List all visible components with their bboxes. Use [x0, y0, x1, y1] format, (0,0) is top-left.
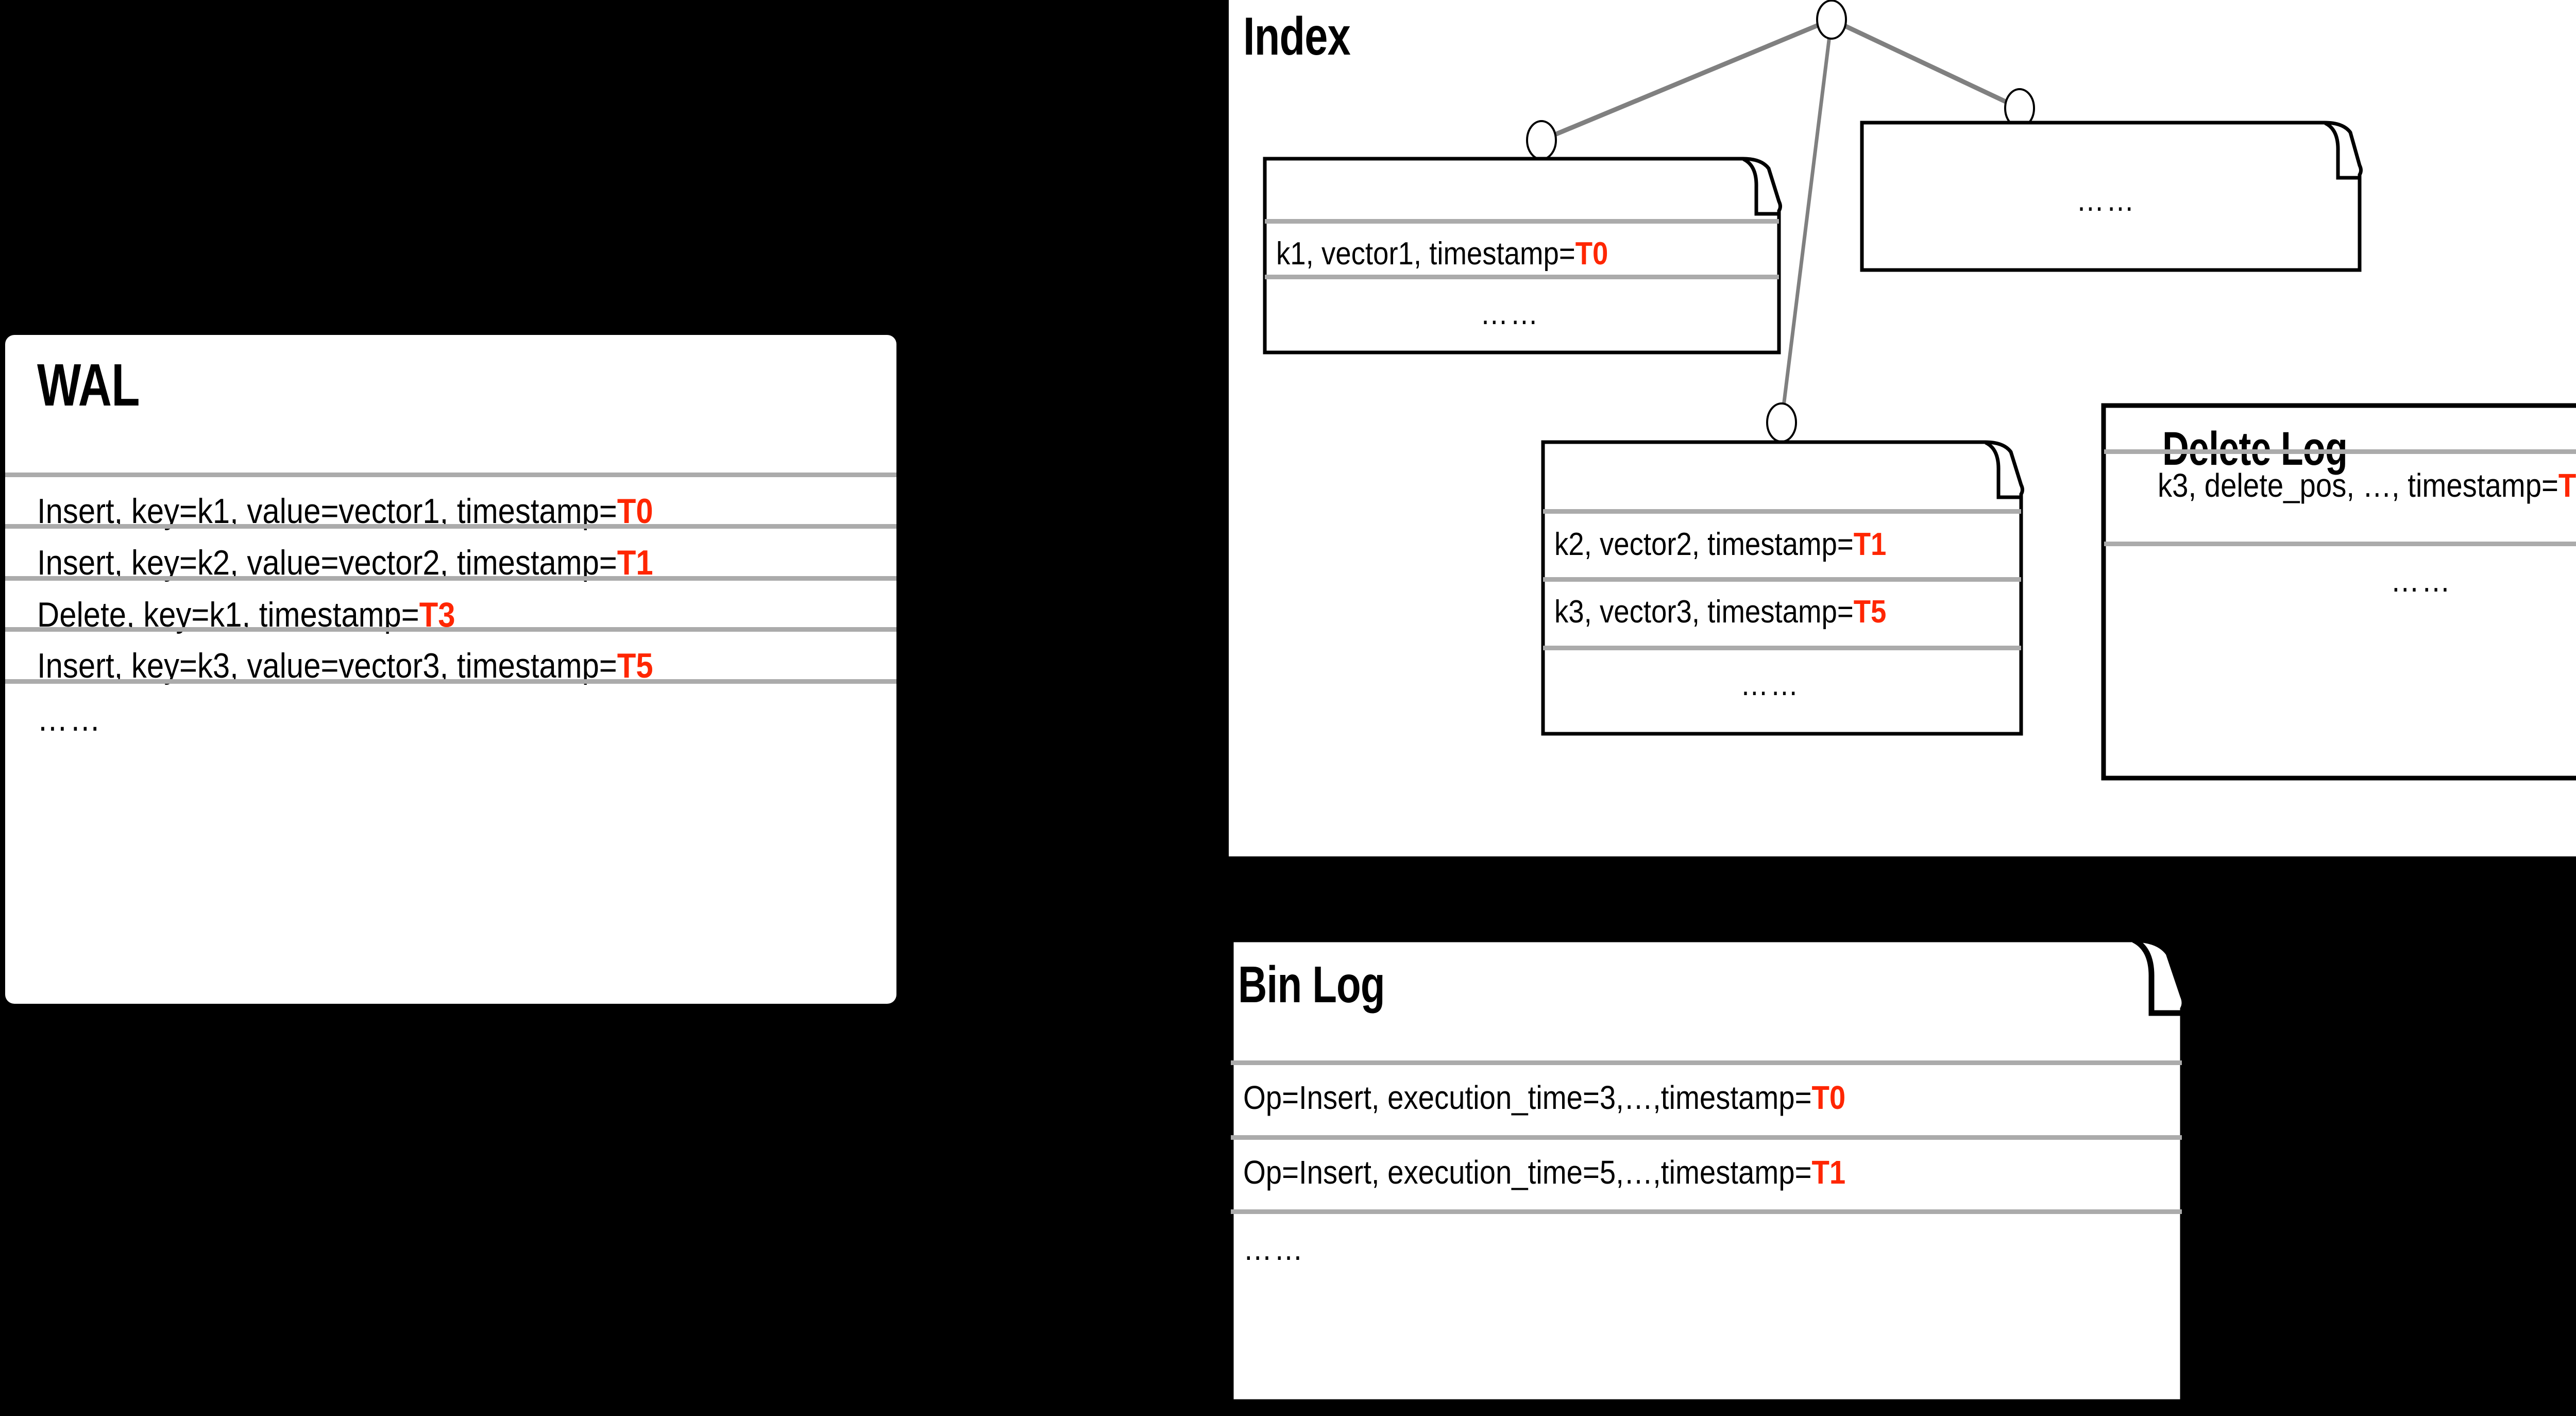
leaf-row-timestamp: T0	[1575, 236, 1608, 272]
document-outline	[1228, 936, 2188, 1405]
bin-log-panel: Bin Log Op=Insert, execution_time=3,…,ti…	[1228, 936, 2221, 1405]
leaf-row-text: k1, vector1, timestamp=	[1276, 236, 1575, 272]
leaf-ellipsis: ……	[1740, 667, 1801, 702]
delete-log-separator	[2104, 449, 2576, 454]
folded-corner	[2324, 121, 2360, 180]
document-shape	[1228, 936, 2188, 1405]
tree-node-root[interactable]	[1816, 0, 1847, 40]
leaf-row-timestamp: T5	[1853, 594, 1887, 630]
folded-corner	[1985, 441, 2021, 499]
tree-edge-root-bottom	[1780, 19, 1834, 423]
bin-log-row: Op=Insert, execution_time=5,…,timestamp=…	[1243, 1153, 1845, 1191]
wal-separator	[5, 679, 896, 684]
folded-corner	[2132, 937, 2183, 1016]
tree-edge-root-left	[1540, 17, 1833, 143]
leaf-row: k2, vector2, timestamp=T1	[1554, 526, 1886, 563]
delete-log-row-timestamp: T3	[2558, 467, 2576, 504]
wal-row: Insert, key=k3, value=vector3, timestamp…	[37, 646, 653, 686]
bin-log-row-text: Op=Insert, execution_time=3,…,timestamp=	[1243, 1079, 1812, 1116]
wal-row-timestamp: T1	[617, 543, 653, 582]
wal-row: Insert, key=k2, value=vector2, timestamp…	[37, 543, 653, 583]
bin-log-row-timestamp: T1	[1811, 1154, 1846, 1191]
leaf-row-text: k3, vector3, timestamp=	[1554, 594, 1854, 630]
tree-node-left[interactable]	[1526, 120, 1557, 160]
tree-edge-root-right	[1831, 17, 2021, 111]
leaf-separator	[1543, 646, 2021, 650]
bin-log-row-text: Op=Insert, execution_time=5,…,timestamp=	[1243, 1154, 1812, 1191]
leaf-ellipsis: ……	[1480, 296, 1540, 331]
wal-panel: WAL Insert, key=k1, value=vector1, times…	[5, 335, 896, 1004]
bin-log-row-timestamp: T0	[1811, 1079, 1846, 1116]
index-panel: Index k1, vector1, timestamp=T0 …… ……	[1229, 0, 2576, 856]
bin-log-title: Bin Log	[1238, 956, 1385, 1014]
leaf-row-text: k2, vector2, timestamp=	[1554, 527, 1854, 562]
leaf-separator	[1265, 219, 1779, 224]
document-shape	[2101, 403, 2576, 781]
wal-row-timestamp: T5	[617, 646, 653, 685]
leaf-row-timestamp: T1	[1853, 527, 1887, 562]
wal-title: WAL	[37, 351, 140, 418]
bin-log-separator	[1231, 1060, 2182, 1065]
document-outline	[1541, 440, 2024, 736]
document-outline	[2101, 403, 2576, 781]
leaf-ellipsis: ……	[2076, 182, 2137, 218]
leaf-row: k1, vector1, timestamp=T0	[1276, 235, 1608, 272]
document-outline	[1860, 121, 2363, 272]
document-shape	[1860, 121, 2363, 272]
leaf-separator	[1265, 275, 1779, 279]
index-title: Index	[1243, 7, 1351, 66]
wal-ellipsis: ……	[37, 699, 103, 738]
bin-log-separator	[1231, 1209, 2182, 1214]
bin-log-separator	[1231, 1135, 2182, 1140]
index-leaf-k1: k1, vector1, timestamp=T0 ……	[1263, 157, 1782, 355]
delete-log-title: Delete Log	[2162, 423, 2348, 475]
document-shape	[1263, 157, 1782, 355]
delete-log-separator	[2104, 542, 2576, 546]
wal-separator	[5, 473, 896, 477]
folded-corner	[1742, 157, 1779, 216]
index-leaf-dots: ……	[1860, 121, 2363, 272]
document-shape	[1541, 440, 2024, 736]
delete-log-ellipsis: ……	[2391, 562, 2452, 599]
tree-node-bottom[interactable]	[1766, 402, 1797, 443]
leaf-separator	[1543, 509, 2021, 514]
delete-log-panel: Delete Log k3, delete_pos, …, timestamp=…	[2101, 403, 2576, 781]
wal-separator	[5, 524, 896, 529]
wal-row-text: Insert, key=k3, value=vector3, timestamp…	[37, 646, 617, 685]
index-leaf-k2k3: k2, vector2, timestamp=T1 k3, vector3, t…	[1541, 440, 2024, 736]
delete-log-row: k3, delete_pos, …, timestamp=T3	[2158, 466, 2576, 504]
leaf-row: k3, vector3, timestamp=T5	[1554, 594, 1886, 630]
bin-log-ellipsis: ……	[1243, 1230, 1305, 1267]
bin-log-row: Op=Insert, execution_time=3,…,timestamp=…	[1243, 1078, 1845, 1117]
wal-row-text: Insert, key=k2, value=vector2, timestamp…	[37, 543, 617, 582]
delete-log-row-text: k3, delete_pos, …, timestamp=	[2158, 467, 2558, 504]
leaf-separator	[1543, 577, 2021, 582]
document-outline	[1263, 157, 1782, 355]
wal-separator	[5, 576, 896, 581]
wal-separator	[5, 627, 896, 632]
